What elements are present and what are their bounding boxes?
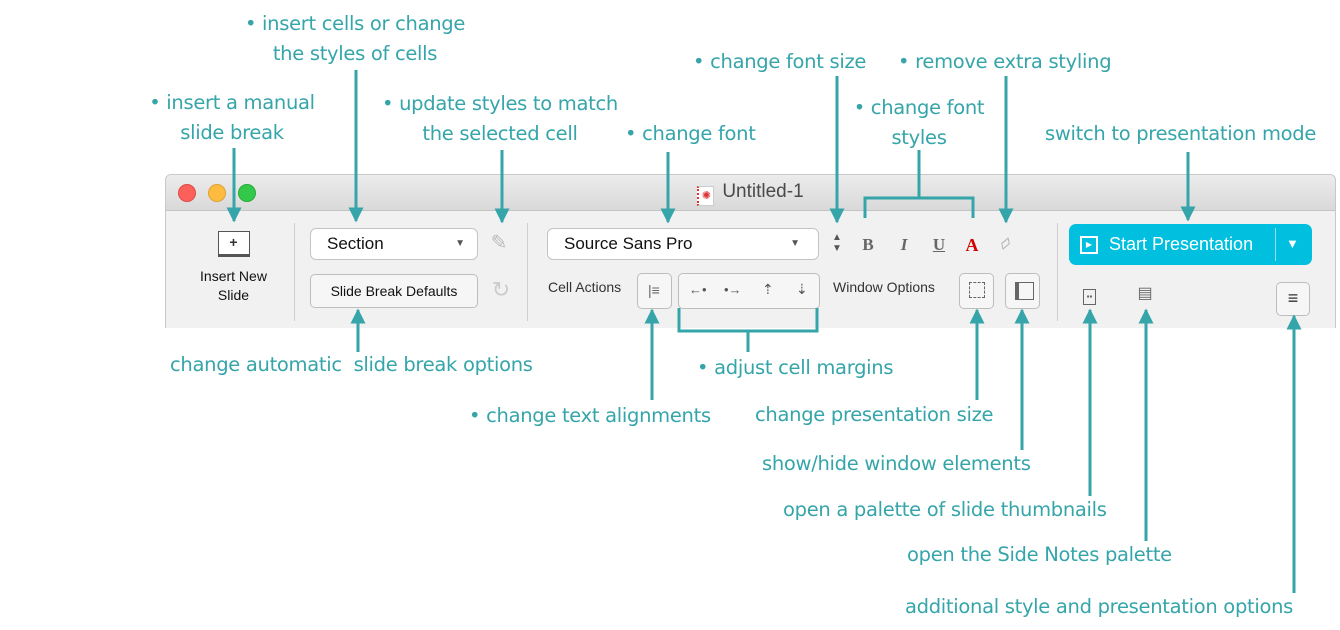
font-color-button[interactable]: A (965, 235, 979, 255)
side-notes-icon[interactable]: ▤ (1137, 285, 1153, 302)
annotation-line: • change font (853, 96, 985, 119)
annotation-window-elements: show/hide window elements (762, 452, 1031, 475)
annotation-additional-options: additional style and presentation option… (905, 595, 1294, 618)
align-left-icon: |≡ (648, 282, 660, 298)
annotation-line: • update styles to match (382, 92, 618, 115)
annotation-line: • insert a manual (149, 91, 315, 114)
annotation-font-styles: • change font styles (834, 93, 1004, 153)
margin-right-icon[interactable]: •→ (724, 282, 742, 297)
slide-plus-icon: + (217, 231, 250, 257)
annotation-insert-cells: • insert cells or change the styles of ce… (235, 9, 475, 69)
annotation-insert-slide-break: • insert a manual slide break (132, 88, 332, 148)
refresh-icon[interactable]: ↻ (491, 277, 511, 302)
margin-top-icon[interactable]: ⇡ (762, 281, 774, 297)
bracket-font-styles (863, 150, 975, 218)
annotation-line: styles (891, 126, 947, 149)
annotation-line: • insert cells or change (244, 12, 466, 35)
text-alignment-button[interactable]: |≡ (637, 273, 672, 309)
zoom-button[interactable] (238, 184, 256, 202)
chevron-down-icon: ▼ (455, 238, 465, 249)
insert-new-slide-button[interactable]: + Insert New Slide (176, 225, 291, 310)
divider (527, 223, 528, 321)
resize-icon (969, 282, 985, 298)
play-icon: ▶ (1080, 236, 1098, 254)
window-title: ✺ Untitled-1 (166, 181, 1335, 206)
annotation-presentation-mode: switch to presentation mode (1045, 122, 1317, 145)
bracket-cell-margins (677, 308, 819, 352)
italic-button[interactable]: I (900, 235, 908, 254)
font-size-stepper[interactable]: ▲▼ (832, 232, 842, 254)
divider (1275, 228, 1276, 261)
annotation-change-font: • change font (625, 122, 756, 145)
divider (294, 223, 295, 321)
annotation-text-alignments: • change text alignments (469, 404, 711, 427)
font-value: Source Sans Pro (564, 234, 693, 253)
title-bar: ✺ Untitled-1 (166, 175, 1335, 211)
cell-style-value: Section (327, 234, 384, 253)
annotation-line: the styles of cells (272, 42, 438, 65)
divider (1057, 223, 1058, 321)
chevron-down-icon[interactable]: ▼ (1286, 236, 1299, 251)
cell-margins-group: ←• •→ ⇡ ⇣ (678, 273, 820, 309)
underline-button[interactable]: U (932, 235, 946, 254)
window-options-label: Window Options (833, 279, 935, 295)
annotation-update-styles: • update styles to match the selected cel… (375, 89, 625, 149)
more-options-button[interactable]: ≡ (1276, 282, 1310, 316)
app-window: ✺ Untitled-1 + Insert New Slide Section ▼… (165, 174, 1336, 328)
annotation-font-size: • change font size (693, 50, 867, 73)
close-button[interactable] (178, 184, 196, 202)
document-icon: ✺ (697, 186, 715, 206)
hamburger-icon: ≡ (1287, 288, 1299, 308)
annotation-slide-break-options: change automatic slide break options (170, 353, 533, 376)
annotation-line: the selected cell (422, 122, 578, 145)
update-style-icon[interactable]: ✎ (490, 232, 508, 254)
slide-thumbnails-icon[interactable]: ▪▪ (1083, 289, 1096, 305)
margin-left-icon[interactable]: ←• (689, 282, 707, 297)
window-title-text: Untitled-1 (722, 181, 804, 202)
insert-new-slide-label: Insert New Slide (200, 268, 267, 303)
annotation-line: slide break (180, 121, 284, 144)
annotation-slide-thumbnails: open a palette of slide thumbnails (783, 498, 1107, 521)
annotation-remove-styling: • remove extra styling (898, 50, 1112, 73)
annotation-side-notes: open the Side Notes palette (907, 543, 1172, 566)
slide-break-defaults-button[interactable]: Slide Break Defaults (310, 274, 478, 308)
start-presentation-button[interactable]: ▶ Start Presentation ▼ (1069, 224, 1312, 265)
minimize-button[interactable] (208, 184, 226, 202)
font-dropdown[interactable]: Source Sans Pro ▼ (547, 228, 819, 260)
cell-actions-label: Cell Actions (548, 279, 622, 295)
sidebar-toggle-icon (1015, 282, 1034, 300)
annotation-presentation-size: change presentation size (755, 403, 994, 426)
chevron-down-icon: ▼ (790, 238, 800, 249)
cell-style-dropdown[interactable]: Section ▼ (310, 228, 478, 260)
annotation-cell-margins: • adjust cell margins (697, 356, 894, 379)
window-elements-button[interactable] (1005, 273, 1040, 309)
margin-bottom-icon[interactable]: ⇣ (796, 281, 808, 297)
bold-button[interactable]: B (862, 235, 874, 254)
start-presentation-label: Start Presentation (1109, 234, 1254, 254)
